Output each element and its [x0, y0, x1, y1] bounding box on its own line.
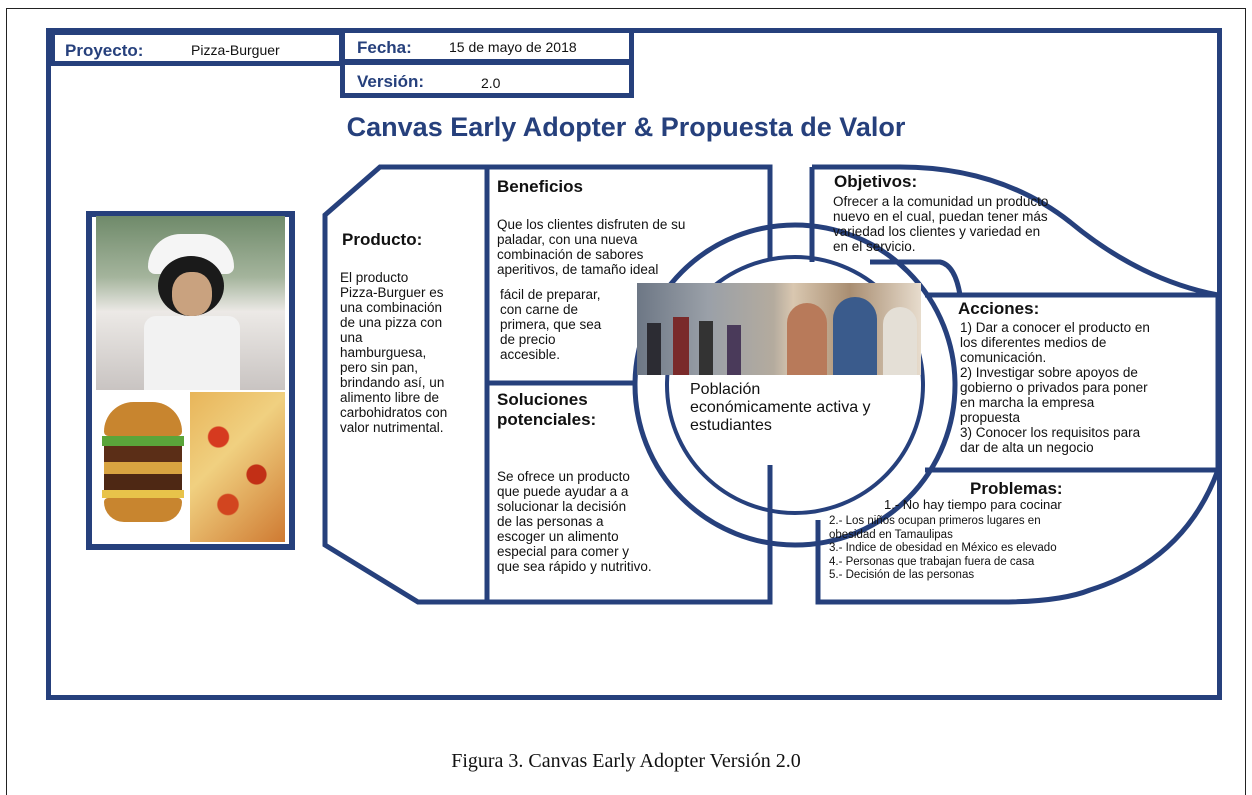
text-line: 3) Conocer los requisitos para	[960, 425, 1141, 440]
beneficios-text: Que los clientes disfruten de su paladar…	[497, 217, 767, 277]
objetivos-text: Ofrecer a la comunidad un producto nuevo…	[833, 194, 1093, 254]
centro-text: Población económicamente activa y estudi…	[690, 381, 930, 435]
text-line: 2.- Los niños ocupan primeros lugares en	[829, 515, 1041, 527]
chef-photo	[96, 216, 285, 390]
center-inner-ring	[665, 255, 925, 515]
text-line: primera, que sea	[500, 317, 602, 332]
population-photo	[637, 283, 921, 375]
acciones-text: 1) Dar a conocer el producto en los dife…	[960, 320, 1216, 455]
text-line: propuesta	[960, 410, 1021, 425]
text-line: gobierno o privados para poner	[960, 380, 1148, 395]
text-line: dar de alta un negocio	[960, 440, 1094, 455]
text-line: comunicación.	[960, 350, 1047, 365]
text-line: 5.- Decisión de las personas	[829, 569, 975, 581]
objetivos-heading: Objetivos:	[834, 172, 918, 191]
proyecto-label: Proyecto:	[65, 41, 144, 60]
text-line: carbohidratos con	[340, 405, 448, 420]
text-line: los diferentes medios de	[960, 335, 1107, 350]
text-line: valor nutrimental.	[340, 420, 444, 435]
fecha-value: 15 de mayo de 2018	[449, 39, 577, 55]
text-line: pero sin pan,	[340, 360, 419, 375]
problemas-heading: Problemas:	[970, 479, 1063, 498]
text-line: accesible.	[500, 347, 561, 362]
text-line: nuevo en el cual, puedan tener más	[833, 209, 1048, 224]
text-line: Ofrecer a la comunidad un producto	[833, 194, 1049, 209]
text-line: en el servicio.	[833, 239, 916, 254]
center-outer-ring	[632, 222, 958, 548]
text-line: hamburguesa,	[340, 345, 427, 360]
text-line: 2) Investigar sobre apoyos de	[960, 365, 1138, 380]
text-line: especial para comer y	[497, 544, 630, 559]
soluciones-text: Se ofrece un producto que puede ayudar a…	[497, 469, 727, 574]
figure-caption: Figura 3. Canvas Early Adopter Versión 2…	[451, 750, 801, 772]
proyecto-box: Proyecto: Pizza-Burguer	[50, 30, 344, 66]
beneficios-text-2: fácil de preparar, con carne de primera,…	[500, 287, 635, 362]
text-line: que sea rápido y nutritivo.	[497, 559, 652, 574]
text-line: con carne de	[500, 302, 579, 317]
soluciones-heading: Soluciones potenciales:	[497, 390, 596, 430]
text-line: económicamente activa y	[690, 399, 871, 416]
text-line: de una pizza con	[340, 315, 443, 330]
text-line: de precio	[500, 332, 556, 347]
text-line: en marcha la empresa	[960, 395, 1095, 410]
text-line: 3.- Indice de obesidad en México es elev…	[829, 542, 1057, 554]
text-line: Se ofrece un producto	[497, 469, 630, 484]
text-line: combinación de sabores	[497, 247, 644, 262]
page-title: Canvas Early Adopter & Propuesta de Valo…	[346, 112, 906, 142]
page-border	[6, 8, 1246, 795]
objetivos-shape	[809, 164, 1219, 298]
beneficios-heading: Beneficios	[497, 177, 583, 196]
acciones-heading: Acciones:	[958, 299, 1040, 318]
text-line: Que los clientes disfruten de su	[497, 217, 686, 232]
heading-line: Soluciones	[497, 390, 588, 409]
burger-photo	[96, 392, 188, 542]
text-line: Población	[690, 381, 761, 398]
text-line: El producto	[340, 270, 409, 285]
text-line: alimento libre de	[340, 390, 440, 405]
text-line: variedad los clientes y variedad en	[833, 224, 1041, 239]
text-line: paladar, con una nueva	[497, 232, 638, 247]
text-line: estudiantes	[690, 417, 772, 434]
text-line: brindando así, un	[340, 375, 445, 390]
text-line: de las personas a	[497, 514, 604, 529]
heading-line: potenciales:	[497, 410, 597, 429]
text-line: una	[340, 330, 363, 345]
text-line: aperitivos, de tamaño ideal	[497, 262, 659, 277]
text-line: 4.- Personas que trabajan fuera de casa	[829, 555, 1035, 568]
objetivos-bottom	[870, 259, 963, 296]
producto-heading: Producto:	[342, 230, 423, 249]
producto-text: El producto Pizza-Burguer es una combina…	[340, 270, 482, 435]
text-line: escoger un alimento	[497, 529, 619, 544]
text-line: Pizza-Burguer es	[340, 285, 444, 300]
text-line: 1) Dar a conocer el producto en	[960, 320, 1150, 335]
problemas-text: 2.- Los niños ocupan primeros lugares en…	[829, 515, 1129, 583]
text-line: solucionar la decisión	[497, 499, 627, 514]
text-line: obesidad en Tamaulipas	[829, 528, 953, 541]
text-line: una combinación	[340, 300, 443, 315]
text-line: que puede ayudar a a	[497, 484, 629, 499]
proyecto-value: Pizza-Burguer	[191, 42, 280, 58]
problemas-first: 1.- No hay tiempo para cocinar	[884, 497, 1062, 512]
version-value: 2.0	[481, 75, 501, 91]
photo-frame	[86, 211, 295, 550]
version-label: Versión:	[357, 72, 425, 91]
text-line: fácil de preparar,	[500, 287, 601, 302]
pizza-photo	[190, 392, 285, 542]
fecha-label: Fecha:	[357, 38, 412, 57]
problemas-shape	[815, 467, 1222, 605]
version-box: Versión: 2.0	[340, 60, 634, 98]
